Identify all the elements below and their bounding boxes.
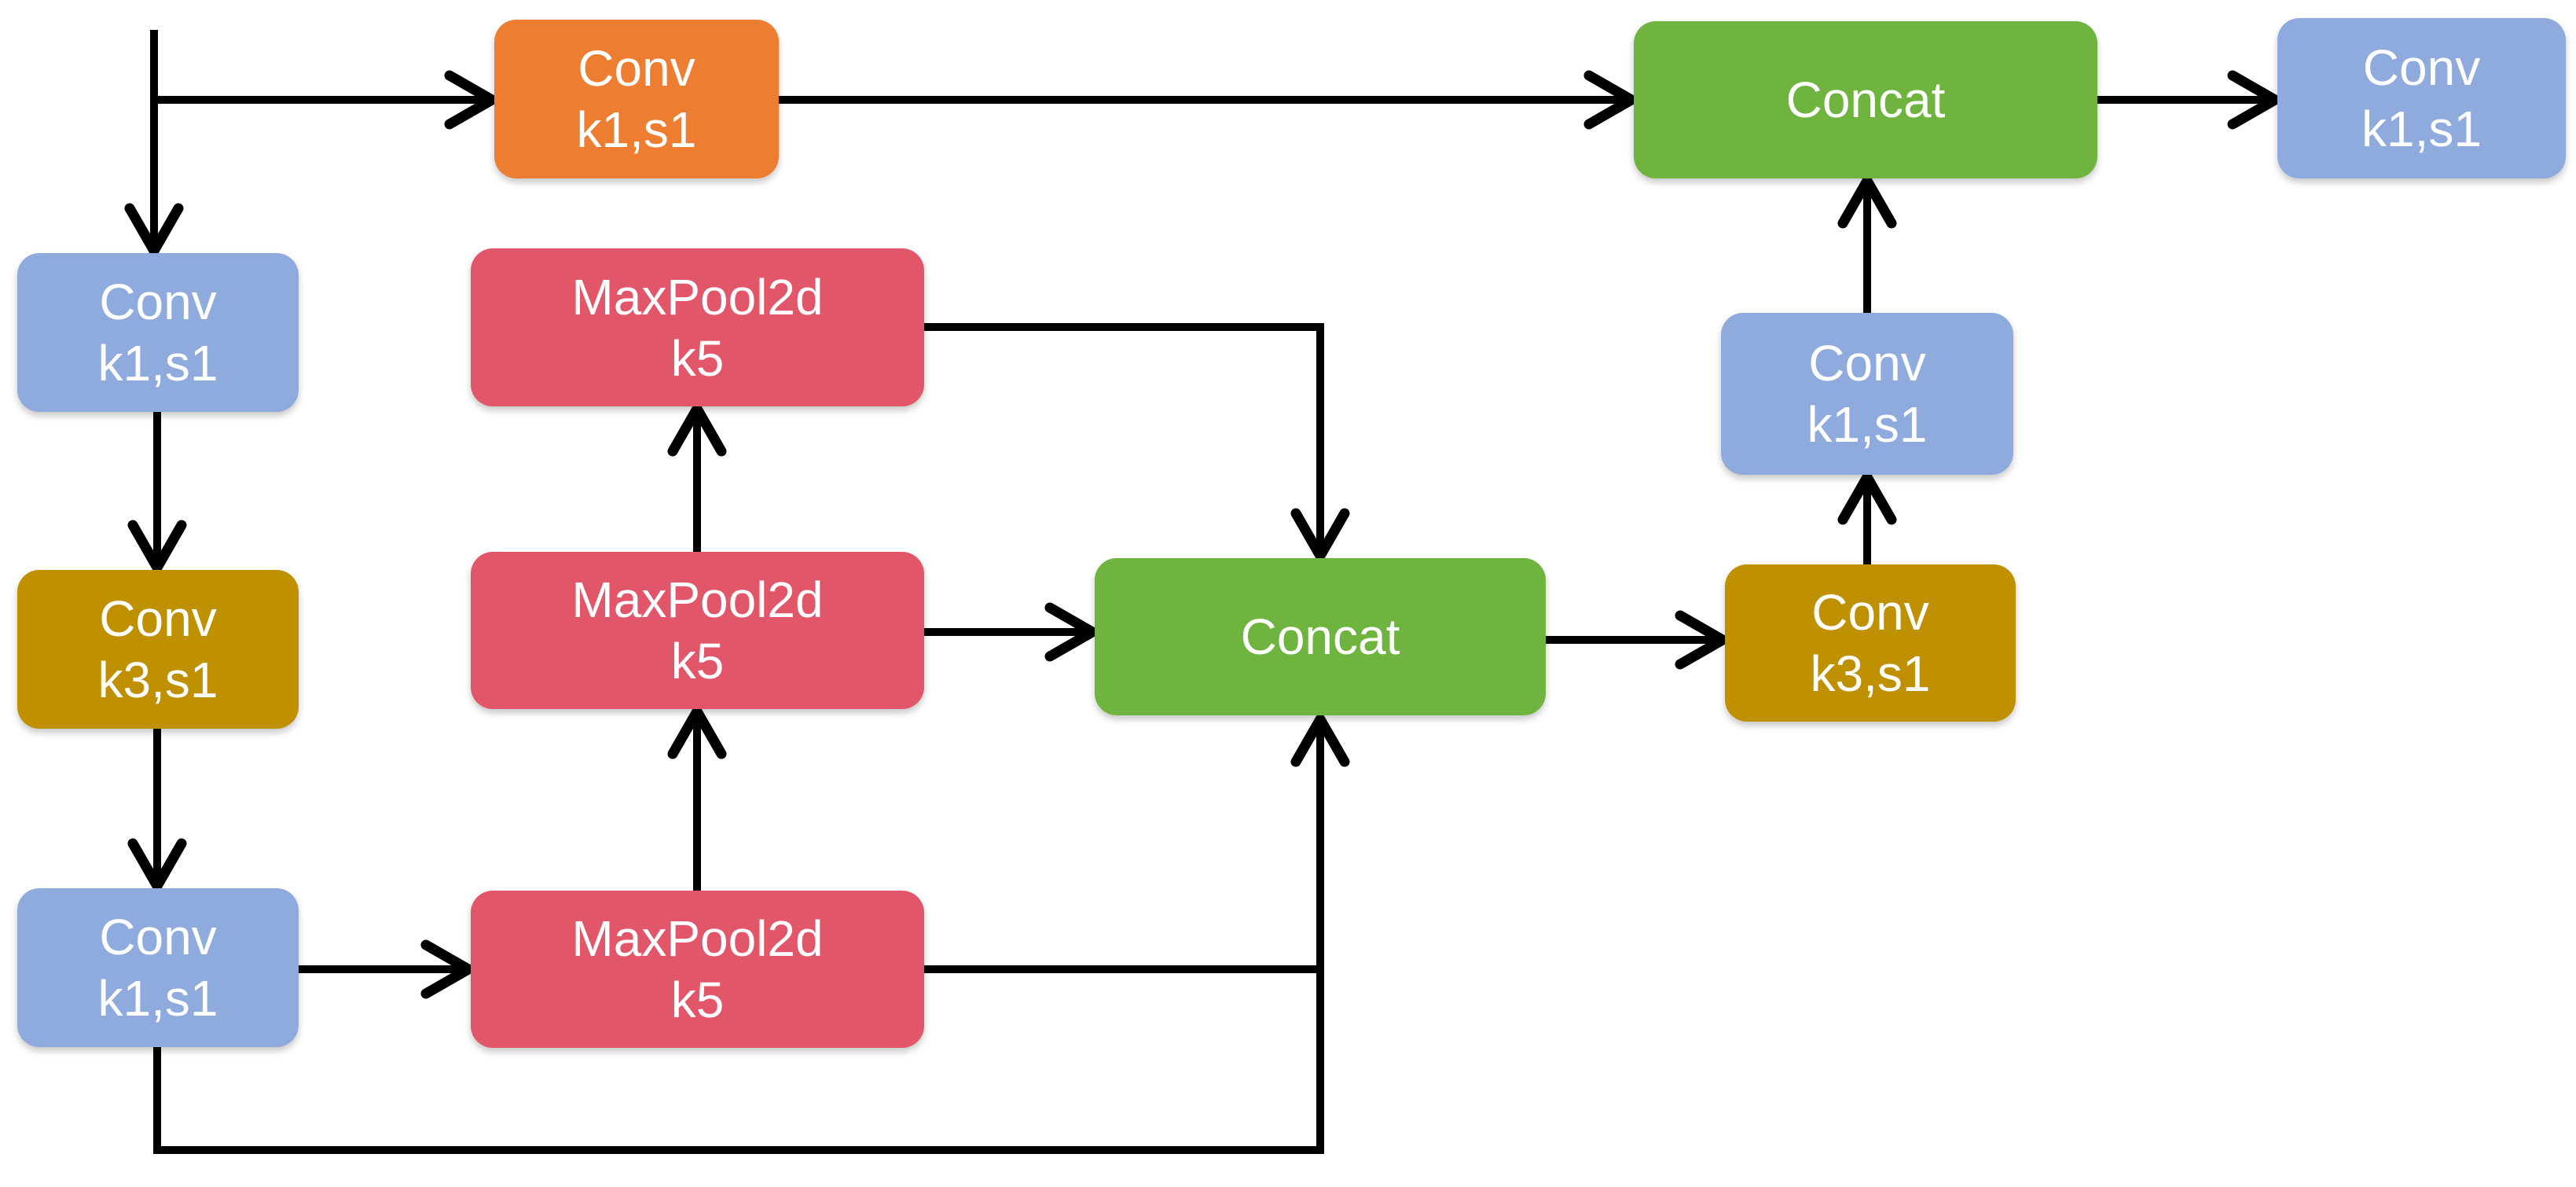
arrow-outer-concat-to-output: [2097, 70, 2281, 130]
node-label-line1: MaxPool2d: [571, 268, 824, 325]
arrow-inner-concat-to-mid-conv-k3: [1546, 610, 1728, 670]
node-label: Concat: [1240, 608, 1400, 665]
node-label-line1: Conv: [99, 909, 217, 965]
node-label-line2: k1,s1: [576, 101, 697, 158]
node-label-line2: k1,s1: [2361, 101, 2482, 157]
node-label-line2: k3,s1: [1810, 645, 1931, 702]
node-label-line1: Conv: [99, 590, 217, 647]
arrow-mid-conv-k1-to-outer-concat: [1837, 175, 1897, 313]
node-label-line1: MaxPool2d: [571, 910, 824, 967]
node-label-line1: Conv: [1808, 335, 1926, 391]
arrow-maxpool-bottom-to-middle: [667, 706, 727, 891]
node-label-line2: k5: [670, 972, 725, 1028]
arrow-left-conv-b-to-c: [127, 729, 187, 891]
node-maxpool-top: MaxPool2d k5: [471, 248, 924, 406]
node-conv-left-a: Conv k1,s1: [17, 253, 299, 412]
node-label-line1: Conv: [2362, 39, 2481, 96]
node-label-line2: k1,s1: [1807, 396, 1928, 453]
node-conv-top-branch: Conv k1,s1: [494, 20, 779, 178]
node-label-line2: k3,s1: [97, 652, 218, 708]
node-label-line2: k5: [670, 633, 725, 689]
arrow-maxpool-middle-to-top: [667, 403, 727, 552]
node-label-line2: k5: [670, 329, 725, 387]
node-maxpool-bottom: MaxPool2d k5: [471, 891, 924, 1048]
node-label-line2: k1,s1: [97, 970, 218, 1027]
node-conv-mid-k1: Conv k1,s1: [1721, 313, 2013, 475]
node-concat-inner: Concat: [1095, 558, 1546, 715]
node-conv-output: Conv k1,s1: [2277, 18, 2566, 178]
arrow-mid-conv-k3-to-k1: [1837, 472, 1897, 564]
arrow-input-to-top-branch: [154, 70, 497, 130]
node-label-line1: Conv: [578, 40, 695, 97]
arrow-maxpool-middle-to-inner-concat: [924, 602, 1098, 662]
arrow-left-conv-a-to-b: [127, 412, 187, 573]
node-label-line1: Conv: [1811, 584, 1929, 641]
node-label-line2: k1,s1: [97, 335, 218, 391]
arrow-top-branch-to-outer-concat: [779, 70, 1637, 130]
arrow-maxpool-top-to-inner-concat: [924, 323, 1350, 561]
node-label: Concat: [1785, 72, 1946, 128]
node-label-line1: MaxPool2d: [571, 571, 824, 628]
arrow-bypass-to-inner-concat: [153, 714, 1350, 1154]
node-maxpool-middle: MaxPool2d k5: [471, 552, 924, 709]
node-concat-outer: Concat: [1634, 21, 2097, 178]
node-label-line1: Conv: [99, 274, 217, 330]
arrow-input-line: [124, 30, 184, 256]
arrow-left-conv-c-to-maxpool-bottom: [299, 939, 474, 999]
node-conv-left-b: Conv k3,s1: [17, 570, 299, 729]
node-conv-mid-k3: Conv k3,s1: [1725, 564, 2016, 722]
node-conv-left-c: Conv k1,s1: [17, 888, 299, 1047]
